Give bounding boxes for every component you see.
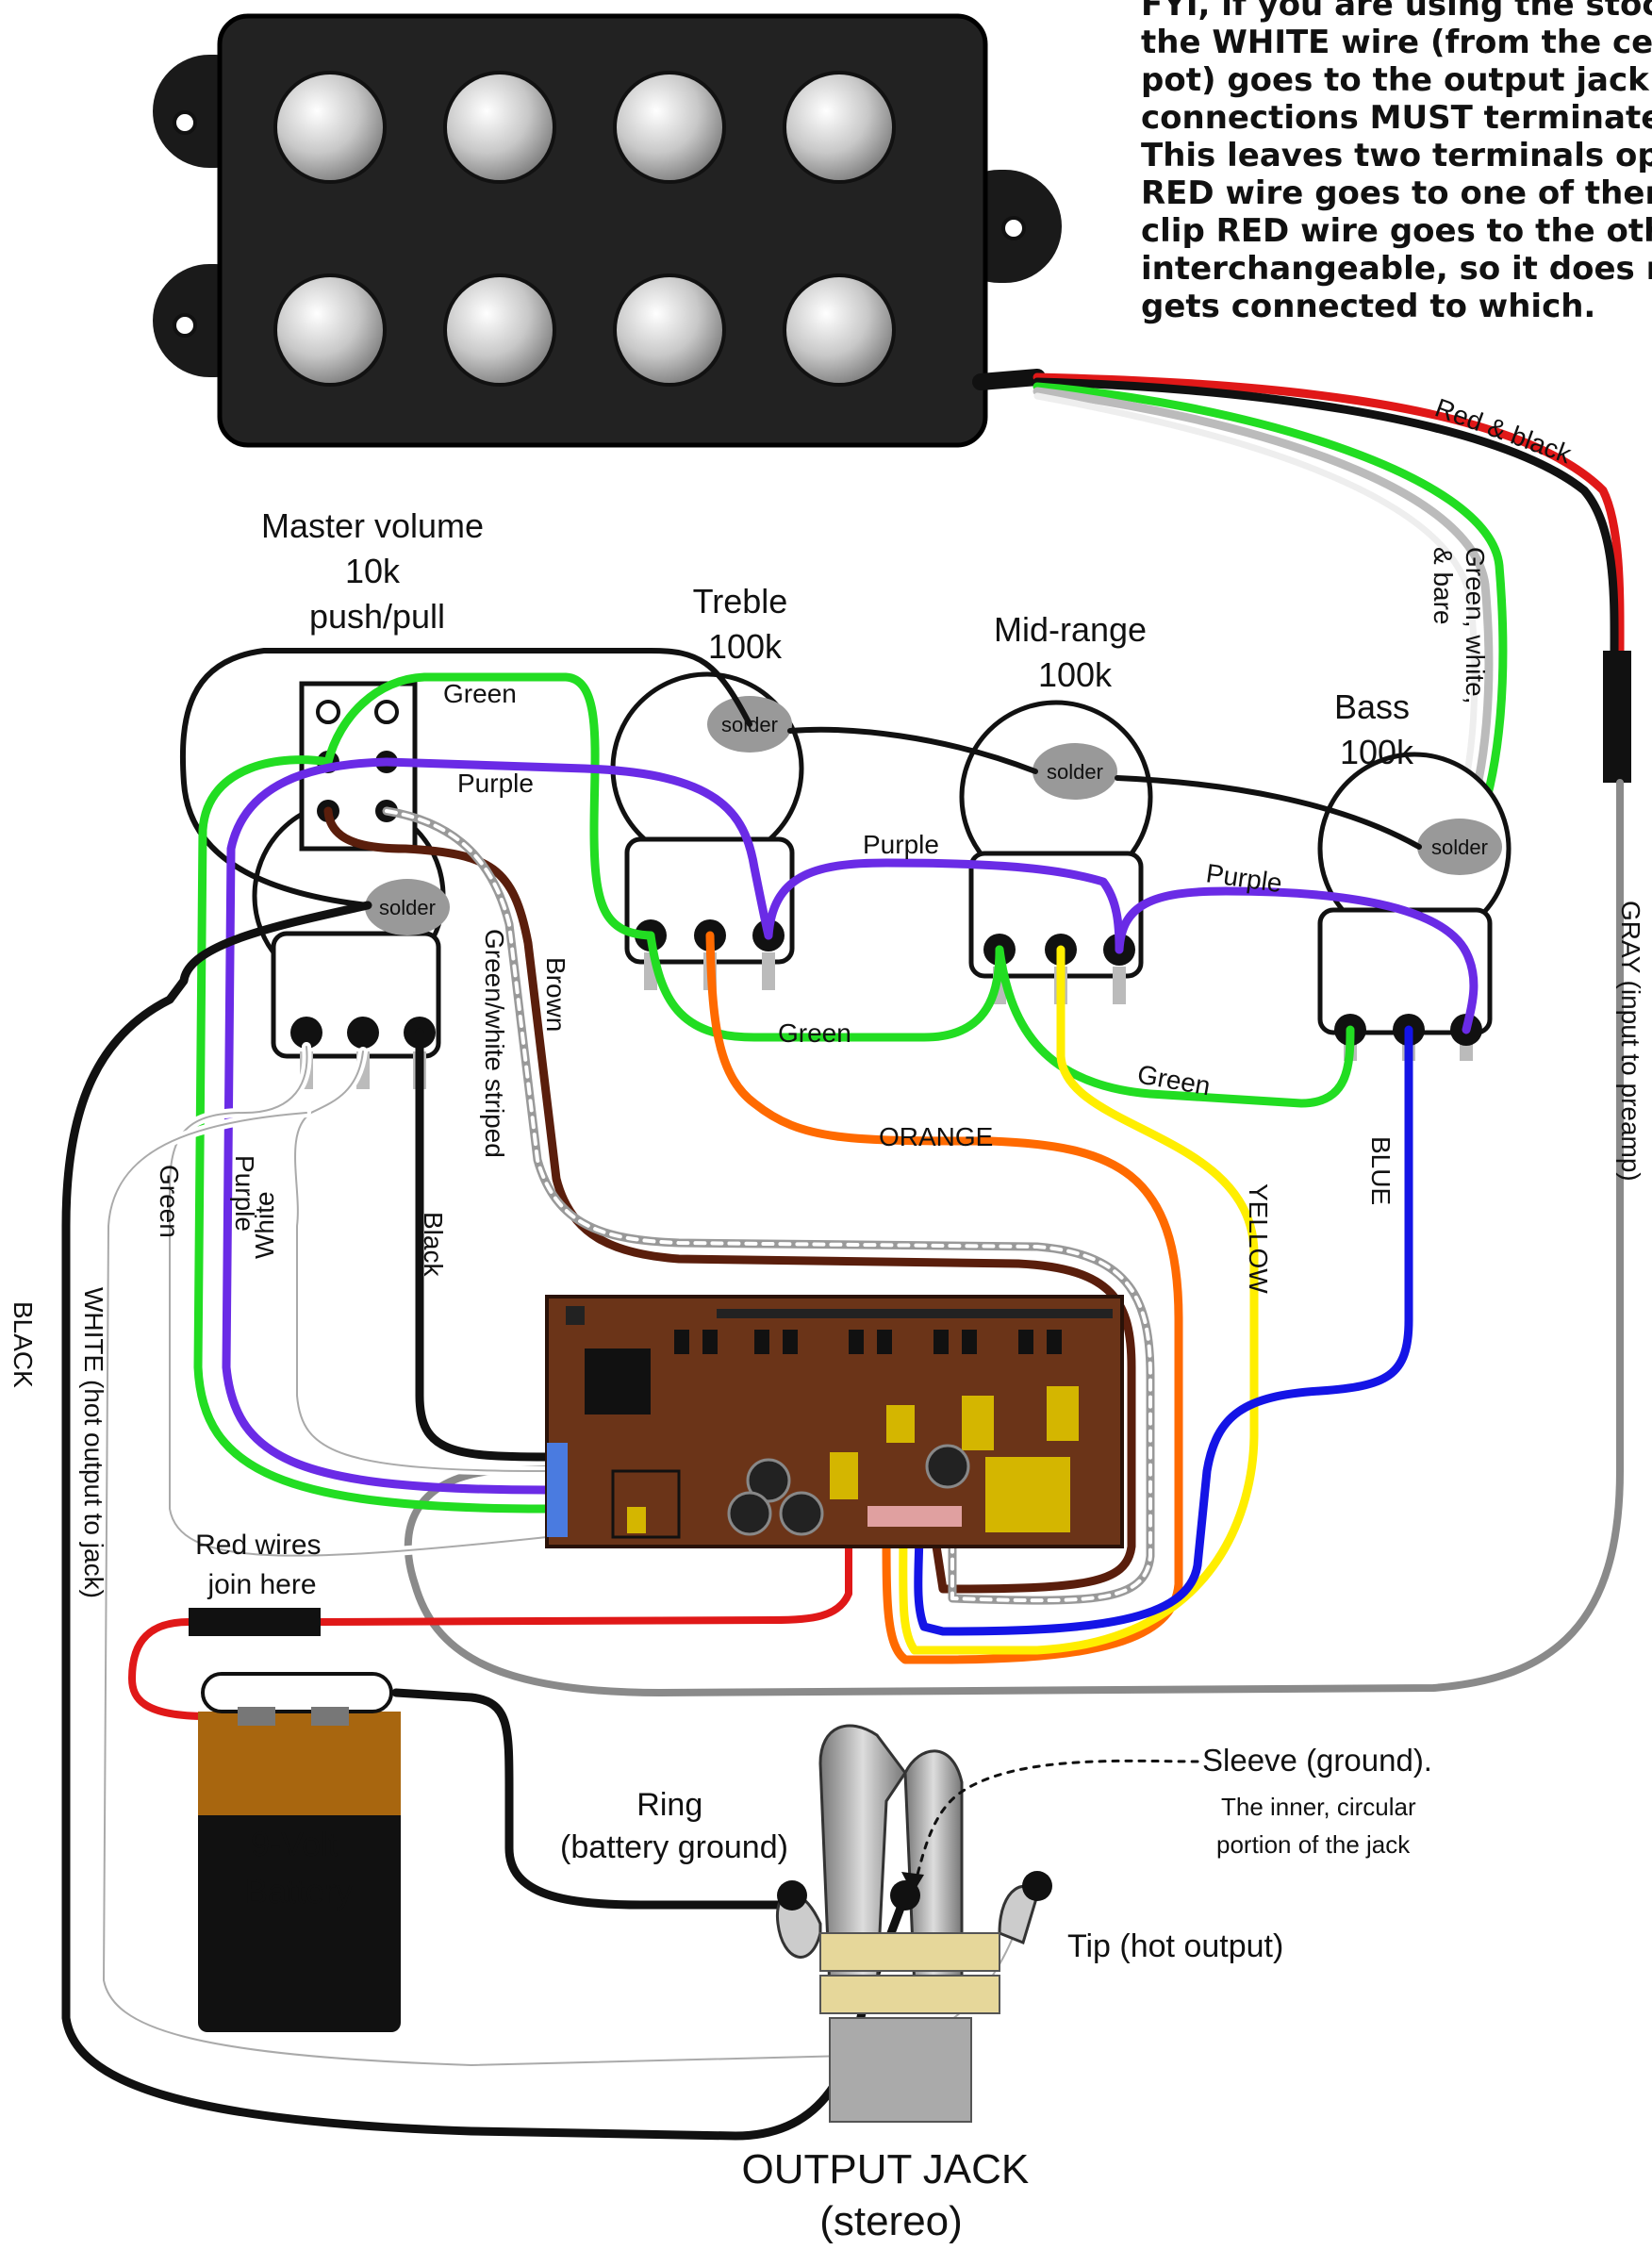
mid-range-label: Mid-range 100k	[994, 610, 1156, 694]
note-line: the WHITE wire (from the cente	[1141, 24, 1652, 61]
ring-label: Ring (battery ground)	[560, 1787, 788, 1865]
heat-shrink	[1603, 651, 1631, 783]
note-line: gets connected to which.	[1141, 288, 1595, 325]
tip-label: Tip (hot output)	[1067, 1928, 1283, 1964]
solder-label: solder	[379, 896, 436, 919]
preamp-wiring	[165, 755, 1413, 1664]
treble-label: Treble 100k	[693, 582, 798, 666]
green-white-bare-label: Green, white, & bare	[1429, 547, 1490, 711]
pole-pieces	[273, 71, 896, 387]
green-label-mid: Green	[778, 1018, 851, 1048]
green-label-left: Green	[155, 1165, 184, 1238]
orange-label: ORANGE	[879, 1122, 993, 1151]
note-line: This leaves two terminals open.	[1141, 137, 1652, 174]
bass-pot[interactable]: solder	[1317, 752, 1512, 1061]
mounting-hole	[173, 313, 197, 338]
battery-clip	[201, 1672, 393, 1713]
purple-label-mid: Purple	[863, 830, 939, 859]
black-label: Black	[419, 1212, 448, 1277]
note-line: interchangeable, so it does not	[1141, 250, 1652, 288]
note-line: FYI, if you are using the stock M	[1141, 0, 1652, 24]
note-line: connections MUST terminate at	[1141, 99, 1652, 137]
mid-range-pot[interactable]: solder	[959, 700, 1153, 1004]
white-long-label: WHITE (hot output to jack)	[79, 1287, 108, 1598]
note-line: clip RED wire goes to the other-	[1141, 212, 1652, 250]
battery-label: 9-Volt Battery	[245, 1825, 353, 1911]
purple-label-top: Purple	[457, 769, 534, 798]
black-long-label: BLACK	[8, 1301, 38, 1388]
gray-wire	[404, 779, 1624, 1696]
solder-blob	[365, 879, 450, 935]
output-jack-title: OUTPUT JACK (stereo)	[741, 2146, 1040, 2244]
gray-label: GRAY (input to preamp)	[1616, 901, 1645, 1182]
red-wire-join	[189, 1608, 321, 1636]
output-leads	[61, 901, 1037, 2141]
red-join-label: Red wires join here	[195, 1530, 329, 1600]
pickup-leads	[404, 372, 1631, 1696]
purple-label-left: Purple	[230, 1155, 259, 1232]
pickup	[153, 13, 1062, 448]
note-line: pot) goes to the output jack TIP.	[1141, 61, 1652, 99]
sleeve-arrow	[901, 1872, 924, 1894]
yellow-label: YELLOW	[1244, 1183, 1273, 1294]
output-jack	[775, 1724, 1052, 2123]
jack-thread	[829, 2017, 972, 2123]
solder-label: solder	[1047, 760, 1103, 784]
blue-label: BLUE	[1366, 1136, 1396, 1205]
note-line: RED wire goes to one of them, a	[1141, 174, 1652, 212]
mounting-hole	[1001, 216, 1026, 240]
bass-label: Bass 100k	[1334, 687, 1419, 771]
white-label: White	[250, 1191, 279, 1259]
green-white-striped-label: Green/white striped	[480, 929, 509, 1158]
note-text: FYI, if you are using the stock M the WH…	[1141, 0, 1652, 325]
battery: 9-Volt Battery	[198, 1672, 401, 2032]
green-label-top: Green	[443, 679, 517, 708]
brown-label: Brown	[541, 957, 570, 1032]
pickup-cable	[972, 369, 1046, 390]
preamp-board	[545, 1295, 1124, 1548]
sleeve-label: Sleeve (ground). The inner, circular por…	[1202, 1743, 1440, 1859]
pot-wiring	[179, 648, 1479, 1108]
mounting-hole	[173, 110, 197, 135]
solder-label: solder	[1431, 835, 1488, 859]
sleeve-pointer	[913, 1759, 1199, 1888]
master-volume-label: Master volume 10k push/pull	[261, 506, 493, 636]
